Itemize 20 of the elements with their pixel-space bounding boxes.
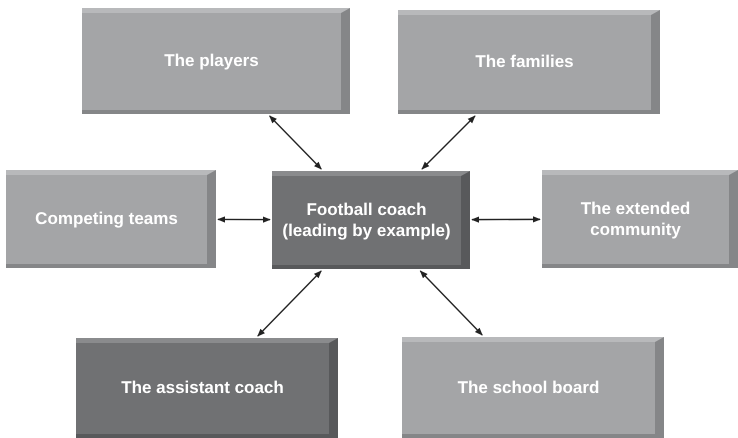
box-label: Competing teams: [35, 209, 178, 230]
beveled-box: [82, 8, 350, 114]
box-label: The players: [164, 51, 259, 72]
box-label: The families: [475, 52, 574, 73]
box-label: The school board: [458, 378, 600, 398]
beveled-box: [272, 171, 470, 269]
beveled-box: [76, 338, 338, 438]
box-label: The extended community: [580, 199, 692, 240]
double-arrow: [269, 115, 322, 170]
box-label: Football coach (leading by example): [281, 200, 452, 241]
box-label: The assistant coach: [121, 378, 284, 399]
beveled-box: [542, 170, 738, 268]
beveled-box: [398, 10, 660, 114]
beveled-box: [6, 170, 216, 268]
double-arrow: [257, 270, 322, 337]
double-arrow: [471, 216, 541, 223]
double-arrow: [421, 115, 476, 170]
beveled-box: [402, 337, 664, 438]
double-arrow: [217, 216, 271, 223]
double-arrow: [420, 270, 483, 336]
